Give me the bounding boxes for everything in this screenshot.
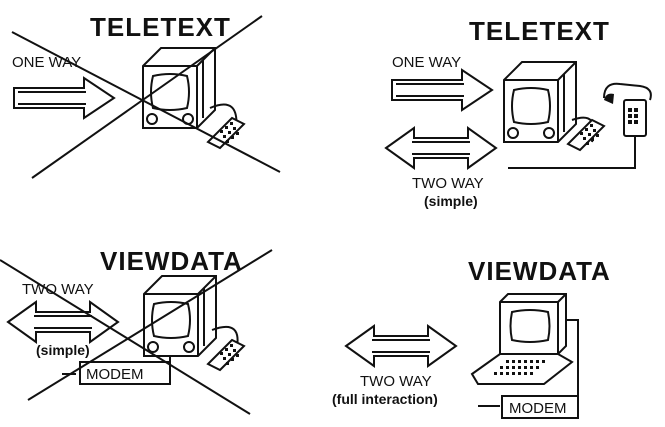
television-icon [142,47,216,129]
two-way-sub-label: (full interaction) [332,391,438,407]
cross-line-2 [27,249,273,401]
modem-label: MODEM [86,366,144,383]
modem-label: MODEM [509,400,567,417]
modem-box [79,361,171,385]
one-way-label: ONE WAY [392,54,461,71]
cross-line-1 [0,259,251,415]
two-way-arrow-icon [345,325,457,367]
modem-cable [566,319,579,410]
television-icon [143,275,217,357]
television-icon [503,61,577,143]
panel-title: VIEWDATA [468,256,611,286]
panel-teletext-one-way-crossed: TELETEXT ONE WAY [11,12,281,179]
modem-box [501,395,579,419]
cross-line-1 [11,31,281,173]
one-way-arrow-icon [13,77,115,119]
telephone-icon [603,82,652,137]
panel-teletext-two-way: TELETEXT ONE WAY TWO WAY (simple) [385,16,652,209]
two-way-sub-label: (simple) [36,342,90,358]
one-way-arrow-icon [391,69,493,111]
cross-line-2 [31,15,263,179]
panel-title: TELETEXT [469,16,610,46]
keypad-icon [567,119,605,151]
panel-viewdata-full-interaction: VIEWDATA MODEM TWO WAY (full interaction… [332,256,611,419]
two-way-label: TWO WAY [412,175,484,192]
phone-line [508,136,636,169]
two-way-arrow-icon [385,127,497,169]
panel-viewdata-simple-crossed: VIEWDATA TWO WAY (simple) MODEM [0,246,273,415]
panel-title: TELETEXT [90,12,231,42]
two-way-label: TWO WAY [360,373,432,390]
panel-title: VIEWDATA [100,246,243,276]
two-way-sub-label: (simple) [424,193,478,209]
keypad-icon [207,339,245,371]
terminal-icon [470,293,574,385]
